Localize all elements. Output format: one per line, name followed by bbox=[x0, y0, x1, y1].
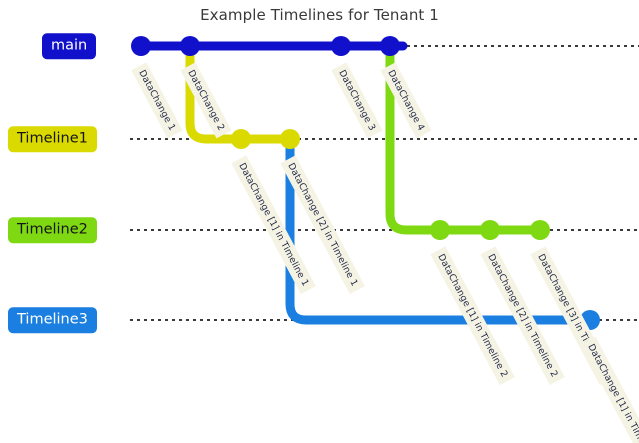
branch-path-timeline2 bbox=[385, 41, 545, 235]
commit-node-main-4[interactable] bbox=[380, 36, 400, 56]
lane-badge-label: Timeline1 bbox=[17, 130, 88, 147]
lane-badge-timeline1[interactable]: Timeline1 bbox=[8, 126, 97, 152]
branch-path-timeline1 bbox=[185, 41, 295, 144]
page-title: Example Timelines for Tenant 1 bbox=[200, 6, 439, 24]
lane-badge-label: Timeline2 bbox=[17, 221, 88, 238]
lane-badge-main[interactable]: main bbox=[42, 33, 97, 59]
commit-node-main-1[interactable] bbox=[131, 36, 151, 56]
lane-badge-label: Timeline3 bbox=[17, 311, 88, 328]
commit-node-timeline1-2[interactable] bbox=[280, 129, 300, 149]
lane-badge-timeline3[interactable]: Timeline3 bbox=[8, 307, 97, 333]
commit-node-timeline2-2[interactable] bbox=[480, 220, 500, 240]
branch-path-timeline3 bbox=[285, 134, 595, 325]
commit-node-main-3[interactable] bbox=[331, 36, 351, 56]
commit-node-timeline2-3[interactable] bbox=[530, 220, 550, 240]
commit-node-main-2[interactable] bbox=[180, 36, 200, 56]
commit-node-timeline2-1[interactable] bbox=[430, 220, 450, 240]
lane-badge-timeline2[interactable]: Timeline2 bbox=[8, 217, 97, 243]
commit-node-timeline1-1[interactable] bbox=[231, 129, 251, 149]
lane-badge-label: main bbox=[51, 37, 88, 54]
